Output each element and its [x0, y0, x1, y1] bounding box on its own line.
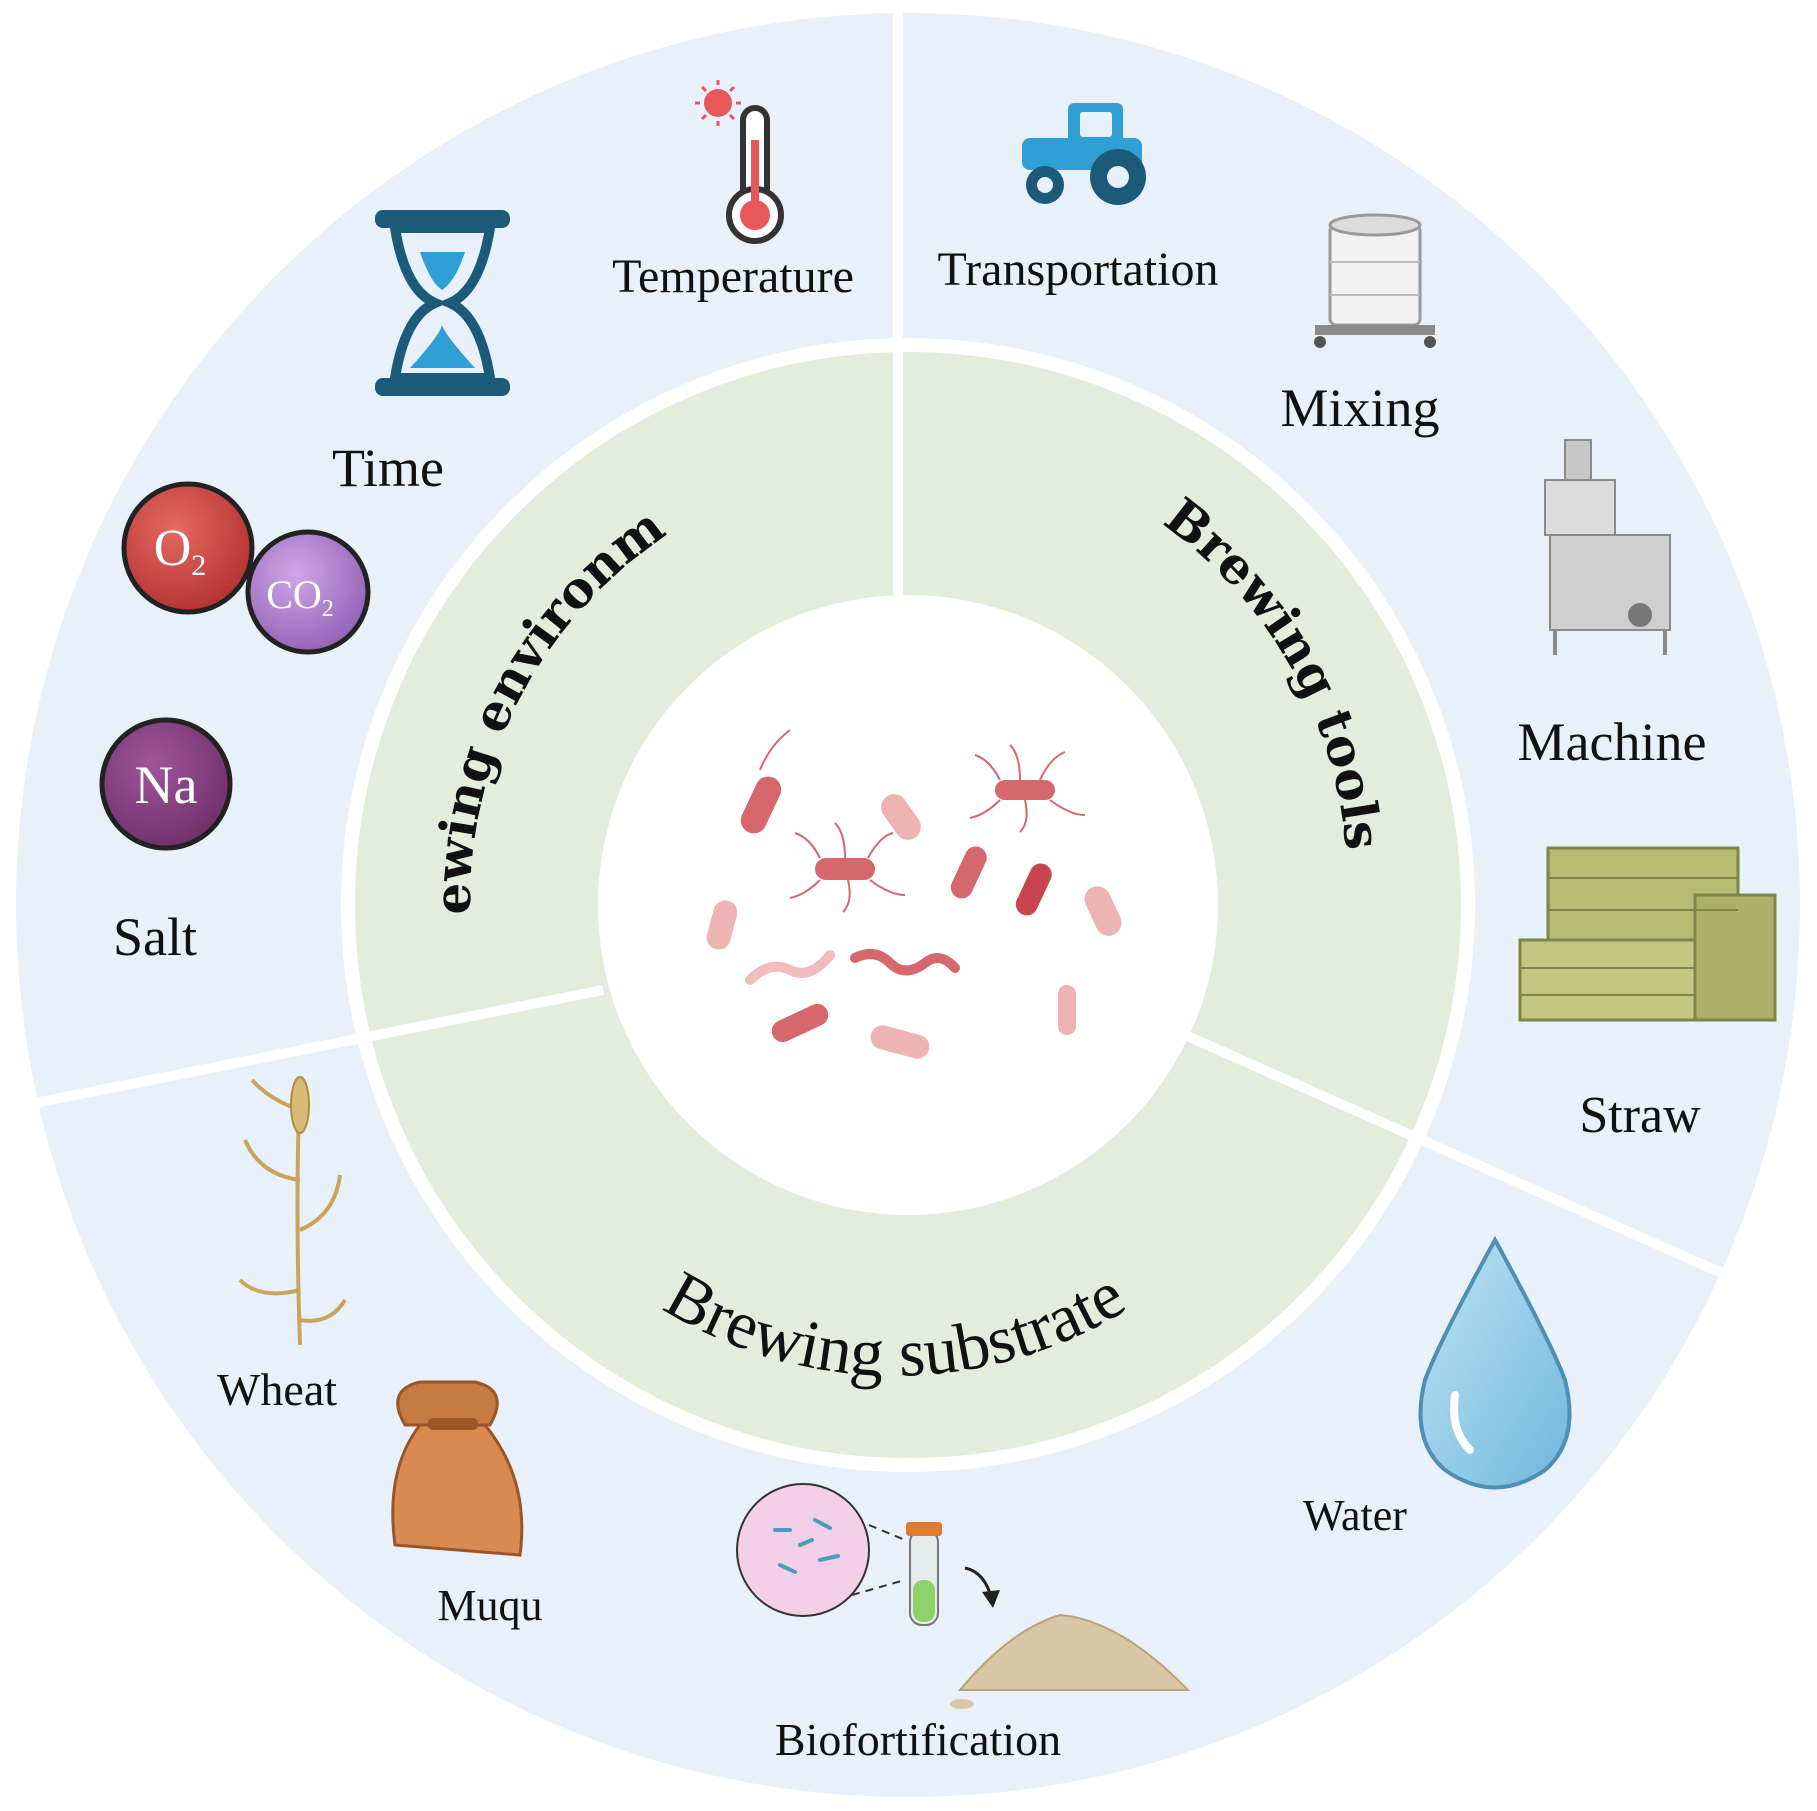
microbe-ciliated: [995, 780, 1055, 800]
microbe-culture-circle: [736, 1483, 870, 1617]
test-tube-liquid: [913, 1580, 935, 1622]
microbe-cilia-2: [789, 822, 906, 913]
label-straw: Straw: [1579, 1087, 1701, 1144]
co2-molecule-icon: CO2: [245, 529, 371, 655]
straw-bales-icon: [1518, 846, 1777, 1022]
center-circle: [598, 595, 1218, 1215]
straw-bale-bottom-right: [1693, 893, 1777, 1022]
tank-cart: [1315, 325, 1435, 335]
svg-text:O2: O2: [154, 520, 207, 582]
co2-subscript: 2: [322, 596, 334, 622]
microbe-curved-4: [870, 1025, 930, 1059]
microbe-rod-2: [950, 846, 987, 899]
tank-lid: [1328, 213, 1422, 237]
co2-text: CO: [266, 572, 322, 617]
divider-right: [1182, 1030, 1763, 1295]
microbe-rod-4: [771, 1003, 829, 1043]
microbe-flagellum: [759, 729, 791, 771]
label-mixing: Mixing: [1280, 378, 1439, 438]
label-muqu: Muqu: [437, 1581, 542, 1630]
machine-fan: [1628, 603, 1652, 627]
microbe-curved-3: [706, 900, 738, 950]
wheat-plant-icon: [238, 1076, 347, 1346]
microbe-cilia: [969, 744, 1086, 833]
microbe-ciliated-2: [815, 858, 875, 880]
microbe-spiral: [745, 950, 835, 985]
microbe-ciliated-3: [1058, 985, 1076, 1035]
hourglass-sand-top: [420, 252, 465, 290]
sack-tie: [428, 1418, 478, 1430]
thermometer-icon: [695, 80, 784, 244]
test-tube-cap: [906, 1522, 942, 1536]
machine-body: [1549, 534, 1671, 631]
microbe-inoculation-icon: [736, 1483, 1191, 1709]
divider-left: [0, 985, 604, 1115]
sun-icon: [704, 89, 732, 117]
sector-dividers: [0, 0, 1760, 1290]
microbe-rod: [740, 776, 782, 834]
label-machine: Machine: [1518, 712, 1707, 772]
microbe-spiral-2: [850, 949, 960, 976]
hourglass-sand-bottom: [410, 325, 475, 368]
thermometer-mercury-bulb: [740, 200, 770, 230]
label-temperature: Temperature: [612, 250, 854, 303]
o2-subscript: 2: [191, 549, 206, 582]
label-time: Time: [332, 438, 444, 498]
machine-hopper: [1564, 439, 1592, 481]
microbes-icon: [706, 729, 1122, 1059]
na-atom-icon: Na: [99, 717, 233, 851]
culture-microbes: [773, 1518, 840, 1574]
label-salt: Salt: [113, 907, 197, 967]
thermometer-mercury: [751, 140, 759, 210]
na-text: Na: [135, 755, 198, 815]
o2-text: O: [154, 520, 192, 577]
microbe-rod-3: [1015, 863, 1052, 916]
machine-icon: [1544, 439, 1671, 655]
sun-rays: [695, 80, 741, 126]
tank-body: [1328, 223, 1422, 327]
label-wheat: Wheat: [217, 1364, 337, 1415]
tractor-icon: [1022, 103, 1146, 205]
hourglass-icon: [375, 210, 510, 396]
grain-pile: [957, 1613, 1191, 1691]
sack-top: [396, 1380, 499, 1427]
label-transportation: Transportation: [938, 243, 1219, 296]
svg-text:CO2: CO2: [266, 572, 334, 622]
label-biofortification: Biofortification: [775, 1714, 1061, 1765]
microbe-curved-2: [1084, 886, 1122, 936]
straw-bale-bottom-left: [1518, 938, 1697, 1022]
sack-body: [391, 1423, 524, 1557]
o2-molecule-icon: O2: [121, 481, 255, 615]
label-water: Water: [1303, 1491, 1407, 1540]
machine-head: [1544, 479, 1616, 536]
sack-icon: [391, 1380, 524, 1557]
microbe-curved: [881, 794, 921, 840]
hourglass-glass: [389, 223, 496, 383]
tractor-window: [1080, 112, 1112, 137]
mixing-tank-icon: [1314, 213, 1436, 348]
na-circle: [99, 717, 233, 851]
wheat-head: [290, 1076, 310, 1134]
o2-circle: [121, 481, 255, 615]
co2-circle: [245, 529, 371, 655]
water-drop-icon: [1418, 1235, 1572, 1490]
